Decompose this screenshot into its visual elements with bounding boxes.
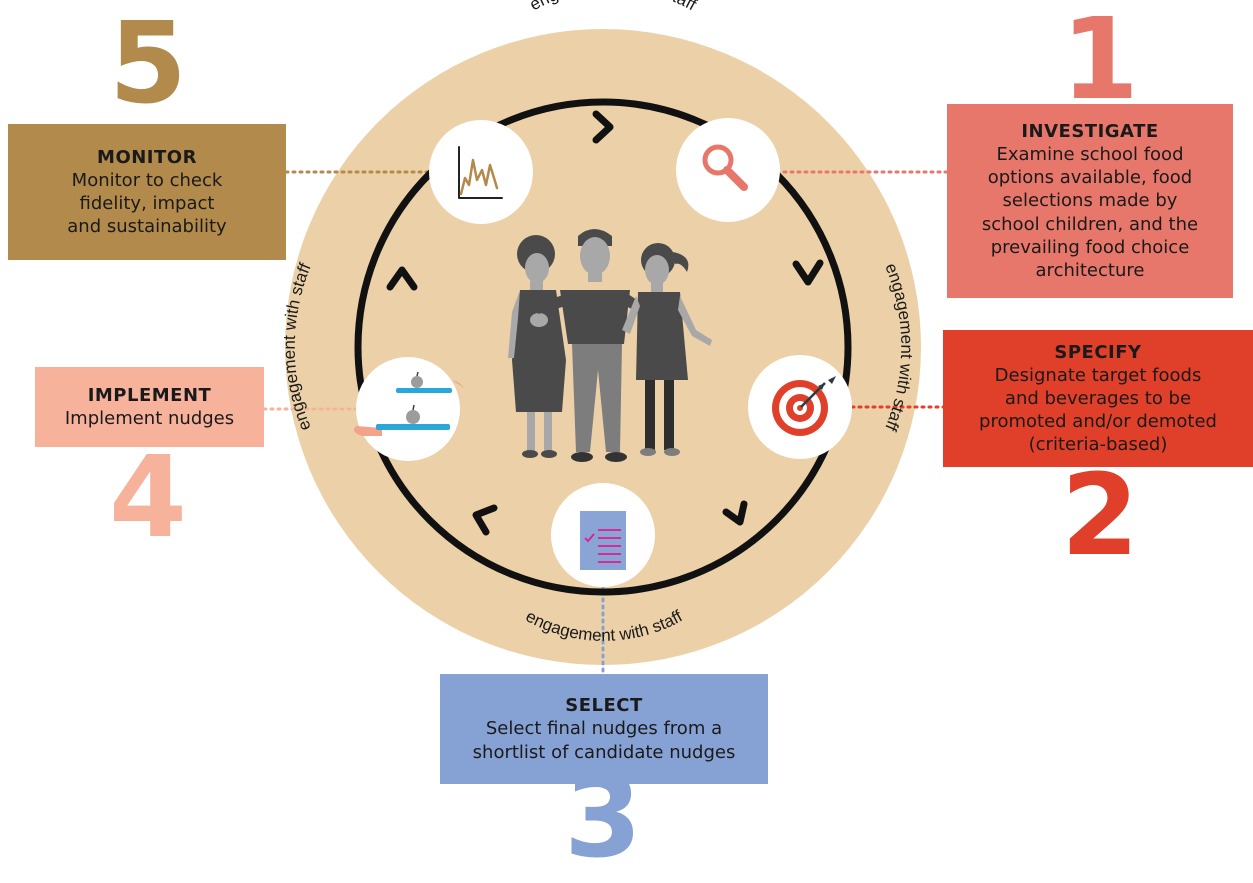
staff-woman-left [508,235,566,458]
step-icon-specify [748,355,852,459]
staff-man-center [538,229,652,462]
step-description-implement: Implement nudges [64,408,235,429]
step-icon-investigate [676,118,780,222]
step-icon-implement [354,357,464,461]
step-description-monitor: Monitor to check fidelity, impact and su… [67,169,227,238]
magnifier-icon [702,144,748,191]
step-description-investigate: Examine school food options available, f… [981,144,1199,281]
staff-illustration [508,229,712,462]
step-title-specify: SPECIFY [1054,341,1142,363]
step-box-select: SELECT Select final nudges from a shortl… [440,674,768,784]
step-title-monitor: MONITOR [97,146,197,168]
arrow-left [386,266,418,291]
staff-woman-right [622,243,712,456]
step-box-monitor: MONITOR Monitor to check fidelity, impac… [8,124,286,260]
checklist-icon [580,511,626,570]
step-title-implement: IMPLEMENT [87,384,212,406]
target-icon [772,376,836,436]
step-number-1: 1 [1061,0,1139,125]
arrow-right [792,259,824,286]
step-box-investigate: INVESTIGATE Examine school food options … [947,104,1233,298]
step-description-specify: Designate target foods and beverages to … [979,364,1217,456]
connector-lines [262,170,948,676]
step-icon-monitor [429,120,533,224]
step-title-select: SELECT [565,695,643,717]
cycle-ring [354,98,852,596]
cycle-arrows [386,110,824,536]
step-box-specify: SPECIFY Designate target foods and bever… [943,330,1253,467]
step-description-select: Select final nudges from a shortlist of … [472,718,736,763]
step-number-4: 4 [109,433,187,563]
food-tray-icon [354,371,464,436]
step-number-5: 5 [109,0,187,129]
step-title-investigate: INVESTIGATE [1021,121,1159,143]
ring-label-top: engagement with staff [526,0,699,14]
step-number-2: 2 [1061,451,1139,581]
step-box-implement: IMPLEMENT Implement nudges [35,367,264,447]
arrow-lower-left [472,504,498,536]
line-chart-icon [458,146,503,199]
arrow-top [592,110,614,144]
arrow-lower-right [722,500,748,526]
step-icon-select [551,483,655,587]
